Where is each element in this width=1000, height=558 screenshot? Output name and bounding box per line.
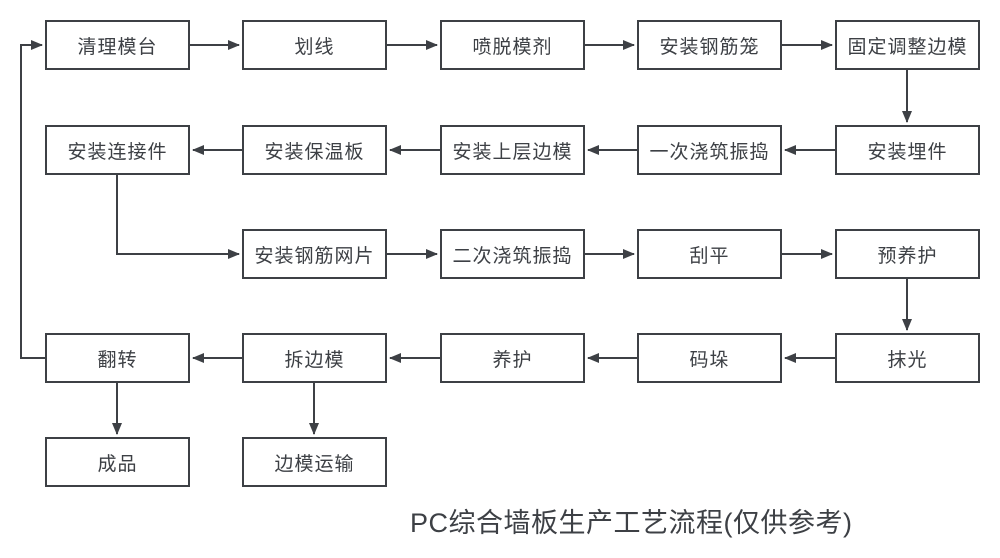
node-install-rebar-cage: 安装钢筋笼 [637, 20, 782, 70]
node-side-mold-transport: 边模运输 [242, 437, 387, 487]
node-install-connectors: 安装连接件 [45, 125, 190, 175]
node-install-upper-side-mold: 安装上层边模 [440, 125, 585, 175]
node-first-pour-vibrate: 一次浇筑振捣 [637, 125, 782, 175]
node-install-embedded-parts: 安装埋件 [835, 125, 980, 175]
node-clean-mold-table: 清理模台 [45, 20, 190, 70]
node-finished-product: 成品 [45, 437, 190, 487]
node-spray-release-agent: 喷脱模剂 [440, 20, 585, 70]
node-curing: 养护 [440, 333, 585, 383]
node-trowel-finish: 抹光 [835, 333, 980, 383]
node-fix-adjust-side-mold: 固定调整边模 [835, 20, 980, 70]
node-second-pour-vibrate: 二次浇筑振捣 [440, 229, 585, 279]
arrow-connectors-to-rebarmesh [116, 175, 240, 259]
node-flip: 翻转 [45, 333, 190, 383]
node-marking: 划线 [242, 20, 387, 70]
node-remove-side-mold: 拆边模 [242, 333, 387, 383]
node-stacking: 码垛 [637, 333, 782, 383]
node-screed: 刮平 [637, 229, 782, 279]
node-pre-curing: 预养护 [835, 229, 980, 279]
arrow-flip-to-clean-loop [20, 40, 45, 359]
node-install-insulation-board: 安装保温板 [242, 125, 387, 175]
node-install-rebar-mesh: 安装钢筋网片 [242, 229, 387, 279]
diagram-caption: PC综合墙板生产工艺流程(仅供参考) [410, 508, 853, 538]
